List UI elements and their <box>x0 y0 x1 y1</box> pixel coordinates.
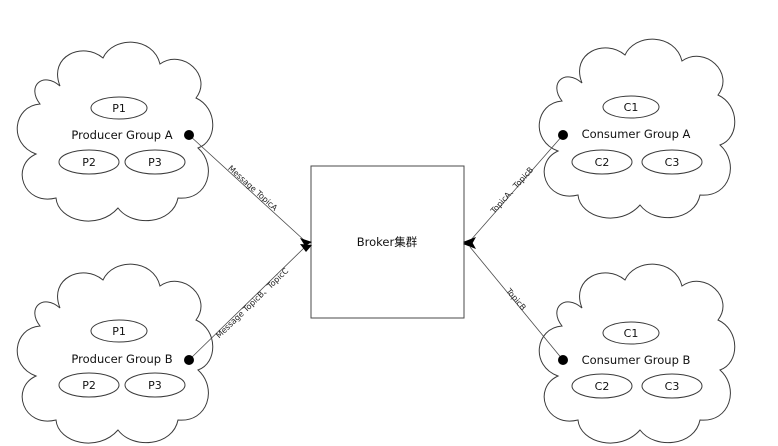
producer-node-p3 <box>124 372 186 398</box>
consumer-node-c1 <box>602 321 660 345</box>
producer-node-label: P3 <box>148 156 162 169</box>
producer-group-name: Producer Group B <box>71 352 172 366</box>
consumer-node-label: C3 <box>665 156 680 169</box>
consumer-node-c1 <box>602 95 660 119</box>
edge-endpoint-dot <box>558 355 568 365</box>
consumer-node-label: C3 <box>665 380 680 393</box>
producer-node-label: P1 <box>112 102 126 115</box>
edge-broker-consumer-b <box>469 246 564 361</box>
consumer-node-label: C2 <box>595 156 610 169</box>
producer-group-b: P1 Producer Group B P2 P3 <box>16 263 214 444</box>
producer-node-p1 <box>90 96 148 120</box>
arrowhead-icon <box>300 238 312 246</box>
consumer-node-label: C1 <box>624 101 639 114</box>
consumer-group-b: C1 Consumer Group B C2 C3 <box>538 263 736 444</box>
arrowhead-icon <box>300 244 312 252</box>
edge-endpoint-dot <box>184 130 194 140</box>
edge-label-producer-a: Message TopicA <box>226 164 279 213</box>
producer-node-p2 <box>58 372 120 398</box>
producer-group-name: Producer Group A <box>71 128 172 142</box>
broker-cluster-label: Broker集群 <box>357 235 418 249</box>
producer-group-a: P1 Producer Group A P2 P3 <box>16 41 214 222</box>
consumer-group-name: Consumer Group A <box>582 127 691 141</box>
consumer-node-c2 <box>571 149 633 175</box>
edge-endpoint-dot <box>184 355 194 365</box>
producer-node-label: P2 <box>82 379 96 392</box>
edge-broker-consumer-a <box>469 134 564 242</box>
edge-label-consumer-b: TopicB <box>504 286 528 312</box>
edge-producer-b-broker <box>188 246 306 361</box>
consumer-group-name: Consumer Group B <box>582 353 691 367</box>
producer-node-p3 <box>124 149 186 175</box>
edge-endpoint-dot <box>558 130 568 140</box>
edge-label-consumer-a: TopicA、TopicB <box>488 165 535 216</box>
arrowhead-icon <box>463 240 476 249</box>
consumer-node-label: C1 <box>624 327 639 340</box>
consumer-node-c3 <box>641 149 703 175</box>
edge-producer-a-broker <box>188 134 306 242</box>
consumer-node-c2 <box>571 373 633 399</box>
consumer-node-c3 <box>641 373 703 399</box>
producer-node-p1 <box>90 319 148 343</box>
producer-node-label: P3 <box>148 379 162 392</box>
consumer-group-a: C1 Consumer Group A C2 C3 <box>538 38 736 219</box>
consumer-node-label: C2 <box>595 380 610 393</box>
producer-node-p2 <box>58 149 120 175</box>
broker-cluster-box <box>310 165 465 319</box>
producer-node-label: P1 <box>112 325 126 338</box>
edge-label-producer-b: Message TopicB、TopicC <box>214 266 290 340</box>
producer-node-label: P2 <box>82 156 96 169</box>
